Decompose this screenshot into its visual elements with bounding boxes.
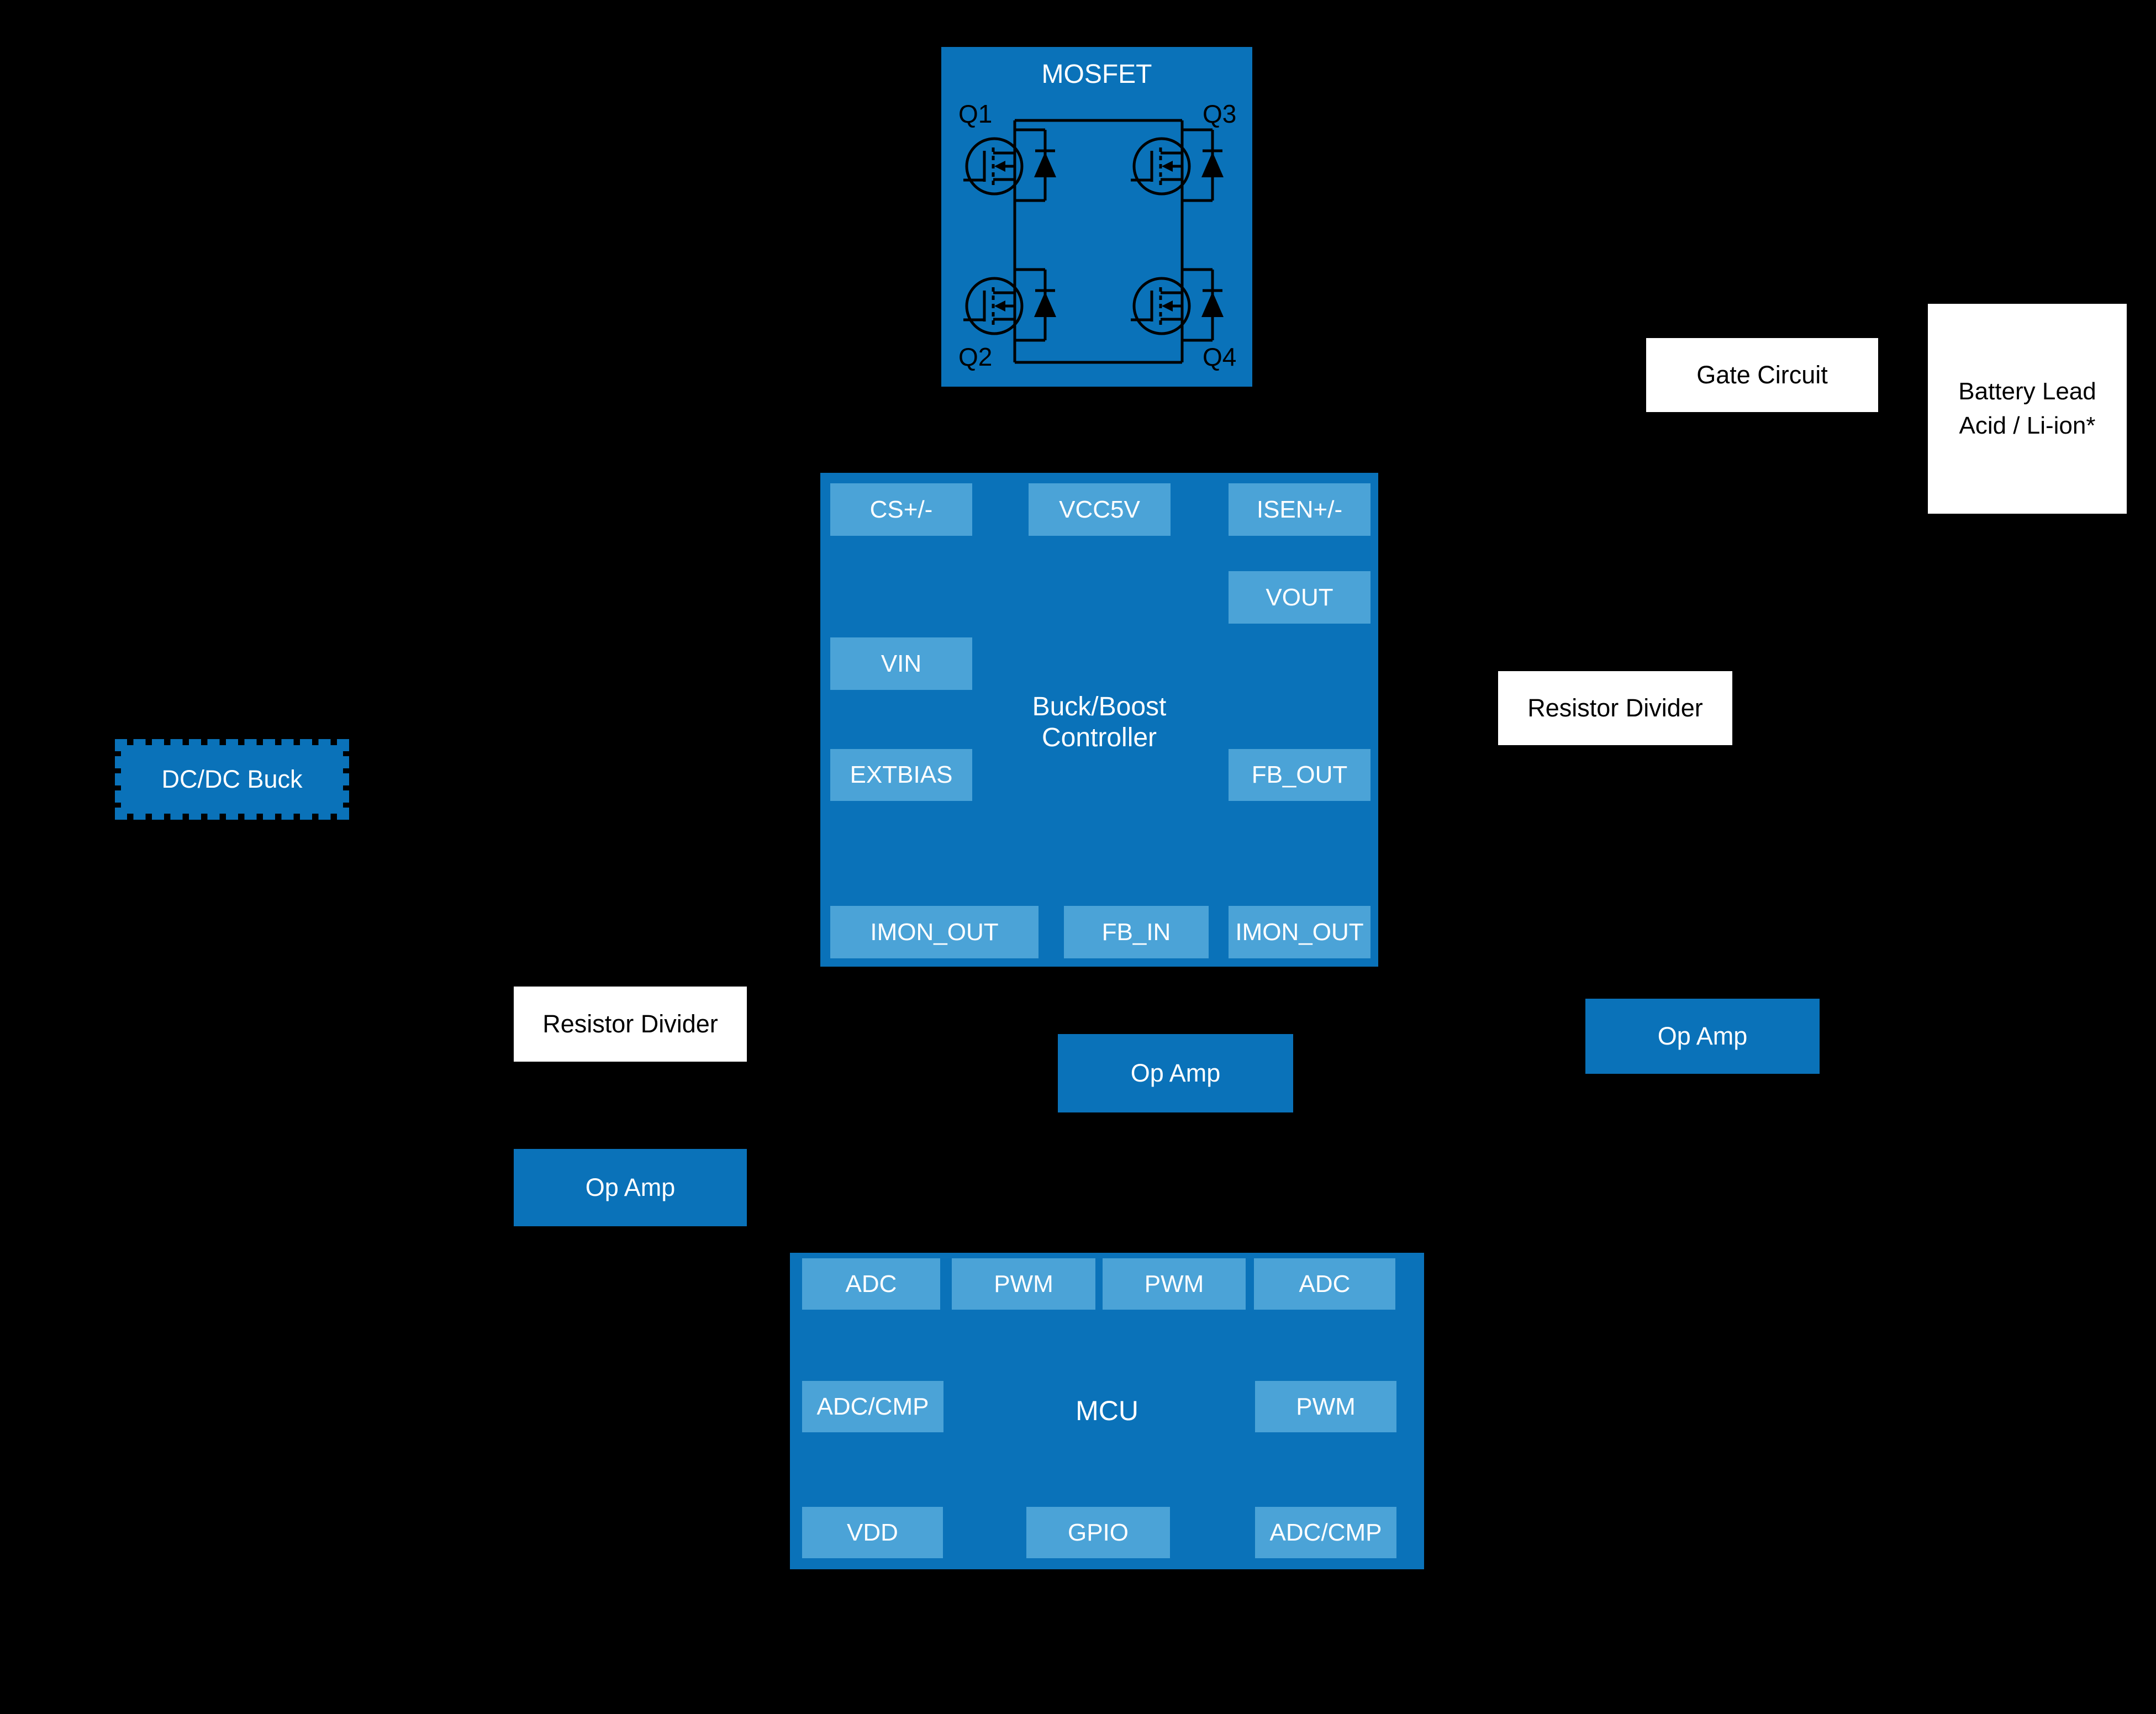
mosfet-title: MOSFET	[1041, 60, 1152, 89]
pin-gpio: GPIO	[1026, 1507, 1170, 1558]
pin-adc-cmp-left: ADC/CMP	[802, 1381, 943, 1432]
pin-pwm-1: PWM	[952, 1258, 1095, 1310]
mosfet-q3-symbol	[1131, 130, 1224, 201]
pin-extbias: EXTBIAS	[830, 749, 972, 801]
resistor-divider-right-box: Resistor Divider	[1498, 671, 1732, 745]
pin-fb-in: FB_IN	[1064, 906, 1209, 958]
buck-boost-controller-title: Buck/Boost Controller	[820, 692, 1378, 753]
mosfet-q2-label: Q2	[958, 342, 992, 371]
mosfet-q3-label: Q3	[1203, 99, 1236, 128]
pin-pwm-2: PWM	[1103, 1258, 1246, 1310]
pin-pwm-right: PWM	[1255, 1381, 1396, 1432]
pin-vcc5v: VCC5V	[1029, 483, 1171, 536]
pin-vin: VIN	[830, 637, 972, 690]
pin-adc-cmp-right: ADC/CMP	[1255, 1507, 1396, 1558]
op-amp-right-box: Op Amp	[1585, 999, 1820, 1074]
battery-label-line2: Acid / Li-ion*	[1959, 412, 2096, 439]
buck-boost-title-line2: Controller	[1041, 723, 1157, 752]
pin-vout: VOUT	[1229, 571, 1370, 624]
pin-imon-out-left: IMON_OUT	[830, 906, 1039, 958]
mosfet-block: MOSFET	[941, 47, 1252, 387]
mcu-title: MCU	[1076, 1395, 1138, 1426]
buck-boost-title-line1: Buck/Boost	[1032, 692, 1167, 721]
gate-circuit-box: Gate Circuit	[1646, 338, 1878, 412]
pin-imon-out-right: IMON_OUT	[1229, 906, 1370, 958]
pin-adc-right: ADC	[1254, 1258, 1395, 1310]
pin-vdd: VDD	[802, 1507, 943, 1558]
mosfet-bridge-schematic: Q1 Q2 Q3 Q4	[958, 99, 1236, 371]
pin-fb-out: FB_OUT	[1229, 749, 1370, 801]
dcdc-buck-box: DC/DC Buck	[115, 739, 349, 820]
op-amp-center-box: Op Amp	[1058, 1034, 1293, 1112]
battery-box: Battery Lead Acid / Li-ion*	[1928, 304, 2127, 514]
pin-adc-left: ADC	[802, 1258, 940, 1310]
mosfet-q4-label: Q4	[1203, 342, 1236, 371]
mosfet-q4-symbol	[1131, 270, 1224, 340]
buck-boost-controller-block: Buck/Boost Controller CS+/- VCC5V ISEN+/…	[820, 473, 1378, 967]
mosfet-q1-label: Q1	[958, 99, 992, 128]
resistor-divider-left-box: Resistor Divider	[514, 987, 747, 1062]
op-amp-left-box: Op Amp	[514, 1149, 747, 1226]
mosfet-q1-symbol	[963, 130, 1056, 201]
battery-label-line1: Battery Lead	[1958, 378, 2096, 405]
pin-cs: CS+/-	[830, 483, 972, 536]
mosfet-q2-symbol	[963, 270, 1056, 340]
h-bridge-rails	[1013, 119, 1184, 364]
mcu-block: MCU ADC PWM PWM ADC ADC/CMP PWM VDD GPIO…	[790, 1253, 1424, 1569]
pin-isen: ISEN+/-	[1229, 483, 1370, 536]
